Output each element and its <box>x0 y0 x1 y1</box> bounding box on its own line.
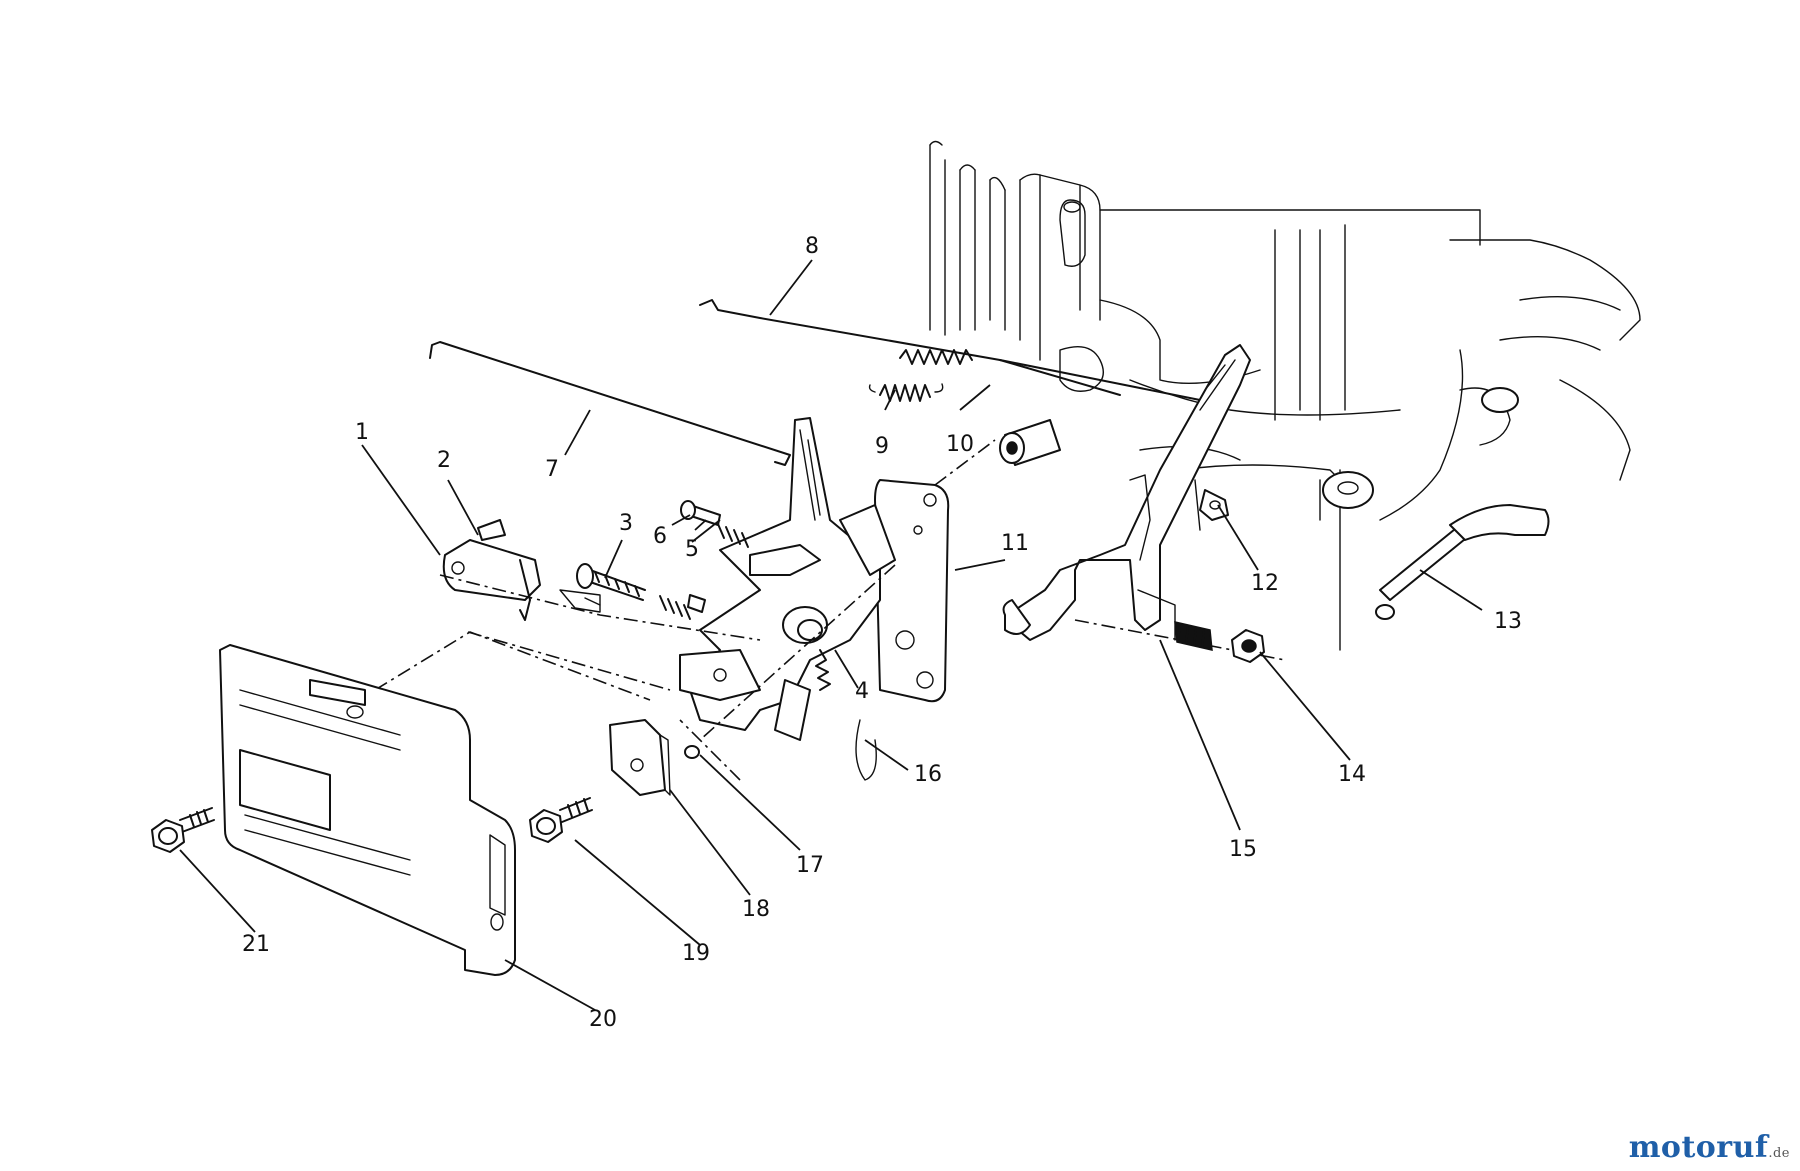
governor-shaft <box>1375 504 1550 620</box>
small-spring <box>868 383 944 402</box>
watermark-logo: motoruf.de <box>1629 1130 1790 1165</box>
part-label-10: 10 <box>946 432 974 457</box>
hex-nut <box>1231 629 1265 663</box>
cover-bolt-19 <box>529 797 593 843</box>
watermark-tld: .de <box>1768 1146 1790 1161</box>
part-label-12: 12 <box>1251 571 1279 596</box>
choke-rod <box>429 341 791 466</box>
control-cover-plate <box>219 644 516 976</box>
part-label-7: 7 <box>545 457 559 482</box>
part-label-14: 14 <box>1338 762 1366 787</box>
part-label-17: 17 <box>796 853 824 878</box>
part-label-9: 9 <box>875 434 889 459</box>
throttle-rod <box>699 299 1201 401</box>
part-label-4: 4 <box>855 679 869 704</box>
mounting-clip <box>609 719 671 796</box>
control-bracket <box>874 479 950 703</box>
part-label-8: 8 <box>805 234 819 259</box>
assembly-centerlines <box>374 439 1286 781</box>
throttle-lever-assembly <box>679 417 896 781</box>
engine-block <box>929 140 1641 651</box>
part-label-13: 13 <box>1494 609 1522 634</box>
clamp-bolt <box>1199 489 1229 521</box>
part-label-19: 19 <box>682 941 710 966</box>
part-label-1: 1 <box>355 420 369 445</box>
watermark-main: motoruf <box>1628 1130 1769 1165</box>
part-label-15: 15 <box>1229 837 1257 862</box>
retaining-ring <box>684 745 700 759</box>
arm-bolt <box>1174 621 1213 651</box>
part-number-labels: 1 2 3 4 5 6 7 8 9 10 11 12 13 14 15 16 1… <box>242 234 1522 1032</box>
throttle-shaft-end <box>999 419 1061 466</box>
callout-leaders <box>179 259 1483 1011</box>
part-label-20: 20 <box>589 1007 617 1032</box>
part-label-21: 21 <box>242 932 270 957</box>
choke-bracket <box>442 519 601 621</box>
governor-arm <box>1002 344 1251 641</box>
part-label-18: 18 <box>742 897 770 922</box>
cover-bolt-21 <box>151 807 215 853</box>
part-label-11: 11 <box>1001 531 1029 556</box>
governor-spring <box>899 349 973 365</box>
part-label-3: 3 <box>619 511 633 536</box>
adjustment-screws <box>576 500 749 620</box>
part-label-5: 5 <box>685 537 699 562</box>
part-label-16: 16 <box>914 762 942 787</box>
part-label-6: 6 <box>653 524 667 549</box>
part-label-2: 2 <box>437 448 451 473</box>
